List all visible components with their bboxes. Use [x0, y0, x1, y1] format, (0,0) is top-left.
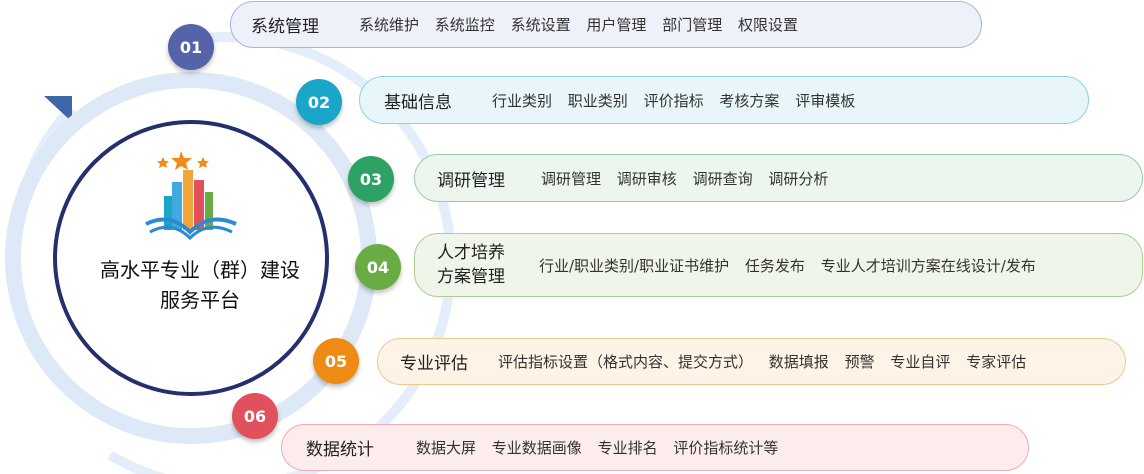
- outer-ring-arc: [107, 32, 456, 474]
- module-title: 基础信息: [384, 92, 452, 113]
- module-item[interactable]: 行业/职业类别/职业证书维护: [539, 256, 730, 275]
- arrow-head-icon: [44, 96, 72, 122]
- module-program-evaluation[interactable]: 专业评估 评估指标设置（格式内容、提交方式） 数据填报 预警 专业自评 专家评估: [377, 338, 1126, 385]
- module-title: 专业评估: [400, 354, 468, 374]
- module-item[interactable]: 用户管理: [586, 16, 647, 34]
- module-item[interactable]: 系统维护: [359, 16, 420, 34]
- module-number-badge: 05: [313, 338, 359, 384]
- platform-title-line1: 高水平专业（群）建设: [100, 258, 300, 282]
- platform-logo-icon: [145, 151, 237, 241]
- module-title: 系统管理: [251, 17, 319, 37]
- module-item[interactable]: 预警: [844, 353, 875, 371]
- module-talent-plan[interactable]: 人才培养 方案管理 行业/职业类别/职业证书维护 任务发布 专业人才培训方案在线…: [414, 233, 1143, 297]
- platform-title-line2: 服务平台: [160, 288, 240, 312]
- module-item[interactable]: 专家评估: [966, 353, 1027, 371]
- module-item[interactable]: 系统设置: [510, 16, 571, 34]
- module-data-statistics[interactable]: 数据统计 数据大屏 专业数据画像 专业排名 评价指标统计等: [281, 424, 1029, 471]
- module-item[interactable]: 任务发布: [744, 256, 805, 275]
- module-items: 评估指标设置（格式内容、提交方式） 数据填报 预警 专业自评 专家评估: [498, 351, 1037, 372]
- module-number-badge: 02: [296, 79, 342, 125]
- module-items: 数据大屏 专业数据画像 专业排名 评价指标统计等: [416, 437, 789, 458]
- module-basic-info[interactable]: 基础信息 行业类别 职业类别 评价指标 考核方案 评审模板: [359, 76, 1089, 124]
- module-number-badge: 04: [355, 244, 401, 290]
- module-title-line: 人才培养: [437, 243, 505, 263]
- module-item[interactable]: 调研查询: [692, 169, 753, 188]
- platform-title: 高水平专业（群）建设 服务平台: [40, 255, 360, 315]
- module-items: 行业/职业类别/职业证书维护 任务发布 专业人才培训方案在线设计/发布: [539, 255, 1047, 276]
- module-item[interactable]: 评估指标设置（格式内容、提交方式）: [498, 353, 754, 371]
- module-item[interactable]: 专业自评: [890, 353, 951, 371]
- module-research[interactable]: 调研管理 调研管理 调研审核 调研查询 调研分析: [414, 154, 1143, 202]
- module-item[interactable]: 行业类别: [492, 91, 553, 110]
- module-item[interactable]: 调研管理: [541, 169, 602, 188]
- module-item[interactable]: 评价指标: [643, 91, 704, 110]
- module-item[interactable]: 系统监控: [434, 16, 495, 34]
- module-item[interactable]: 专业人才培训方案在线设计/发布: [820, 256, 1036, 275]
- module-title-line: 方案管理: [437, 267, 505, 287]
- module-item[interactable]: 考核方案: [719, 91, 780, 110]
- module-number-badge: 06: [232, 393, 278, 439]
- module-item[interactable]: 部门管理: [662, 16, 723, 34]
- module-items: 调研管理 调研审核 调研查询 调研分析: [541, 168, 839, 189]
- module-items: 系统维护 系统监控 系统设置 用户管理 部门管理 权限设置: [359, 14, 809, 35]
- module-item[interactable]: 数据大屏: [416, 439, 477, 457]
- module-item[interactable]: 权限设置: [737, 16, 798, 34]
- module-item[interactable]: 职业类别: [567, 91, 628, 110]
- module-item[interactable]: 评价指标统计等: [673, 439, 779, 457]
- module-item[interactable]: 专业排名: [597, 439, 658, 457]
- module-item[interactable]: 调研审核: [616, 169, 677, 188]
- module-number-badge: 03: [348, 156, 394, 202]
- module-item[interactable]: 调研分析: [768, 169, 829, 188]
- module-title: 人才培养 方案管理: [437, 241, 505, 289]
- module-items: 行业类别 职业类别 评价指标 考核方案 评审模板: [492, 90, 866, 111]
- module-number-badge: 01: [168, 24, 214, 70]
- module-title: 数据统计: [306, 440, 374, 460]
- module-item[interactable]: 评审模板: [795, 91, 856, 110]
- module-item[interactable]: 专业数据画像: [491, 439, 582, 457]
- module-system-management[interactable]: 系统管理 系统维护 系统监控 系统设置 用户管理 部门管理 权限设置: [230, 1, 982, 48]
- module-title: 调研管理: [437, 170, 505, 191]
- module-item[interactable]: 数据填报: [768, 353, 829, 371]
